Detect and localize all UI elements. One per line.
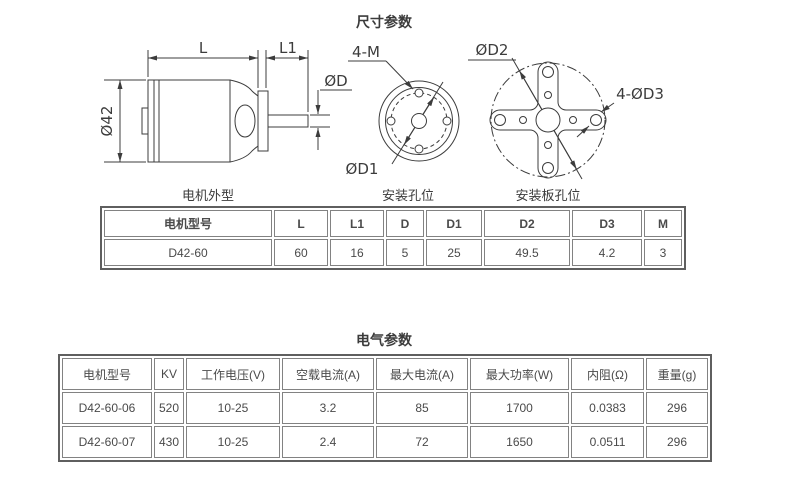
column-header: KV [154,358,184,390]
table-cell: 5 [386,239,424,266]
table-cell: 49.5 [484,239,570,266]
dimension-section-title: 尺寸参数 [356,14,412,30]
table-cell: 85 [376,392,468,424]
column-header: 最大功率(W) [470,358,569,390]
table-cell: D42-60-07 [62,426,152,458]
dim-label-od1: ØD1 [346,160,379,178]
table-cell: 296 [646,426,708,458]
mounting-plate-drawing: ØD2 4-ØD3 [468,41,664,180]
table-cell: D42-60 [104,239,272,266]
dim-label-o42: Ø42 [98,106,116,137]
column-header: 电机型号 [62,358,152,390]
table-cell: 16 [330,239,384,266]
column-header: D3 [572,210,642,237]
table-cell: 10-25 [186,426,280,458]
dim-label-4m: 4-M [352,43,380,61]
table-cell: 60 [274,239,328,266]
table-cell: 25 [426,239,482,266]
column-header: L [274,210,328,237]
mounting-plate-caption: 安装板孔位 [515,188,581,203]
table-cell: 0.0383 [571,392,644,424]
mounting-holes-caption: 安装孔位 [381,188,434,203]
table-cell: 296 [646,392,708,424]
column-header: 电机型号 [104,210,272,237]
table-cell: 4.2 [572,239,642,266]
column-header: 工作电压(V) [186,358,280,390]
column-header: D2 [484,210,570,237]
column-header: D1 [426,210,482,237]
table-cell: 10-25 [186,392,280,424]
table-cell: 1700 [470,392,569,424]
dim-label-od: ØD [324,72,347,90]
table-cell: 0.0511 [571,426,644,458]
mounting-holes-drawing: 4-M ØD1 [346,43,460,178]
table-cell: 72 [376,426,468,458]
table-cell: 1650 [470,426,569,458]
column-header: L1 [330,210,384,237]
column-header: 重量(g) [646,358,708,390]
motor-outline-drawing: Ø42 L L1 ØD [98,39,352,163]
dim-label-l1: L1 [279,39,297,57]
table-cell: 3.2 [282,392,374,424]
column-header: 最大电流(A) [376,358,468,390]
column-header: M [644,210,682,237]
table-cell: 2.4 [282,426,374,458]
table-cell: 430 [154,426,184,458]
column-header: 内阻(Ω) [571,358,644,390]
dim-label-od2: ØD2 [476,41,509,59]
table-cell: 3 [644,239,682,266]
electrical-section-title: 电气参数 [356,332,412,348]
table-cell: D42-60-06 [62,392,152,424]
column-header: 空载电流(A) [282,358,374,390]
dim-label-l: L [199,39,208,57]
dimension-drawings: Ø42 L L1 ØD [98,39,664,180]
motor-outline-caption: 电机外型 [181,188,234,203]
dim-label-4od3: 4-ØD3 [616,85,664,103]
column-header: D [386,210,424,237]
table-cell: 520 [154,392,184,424]
